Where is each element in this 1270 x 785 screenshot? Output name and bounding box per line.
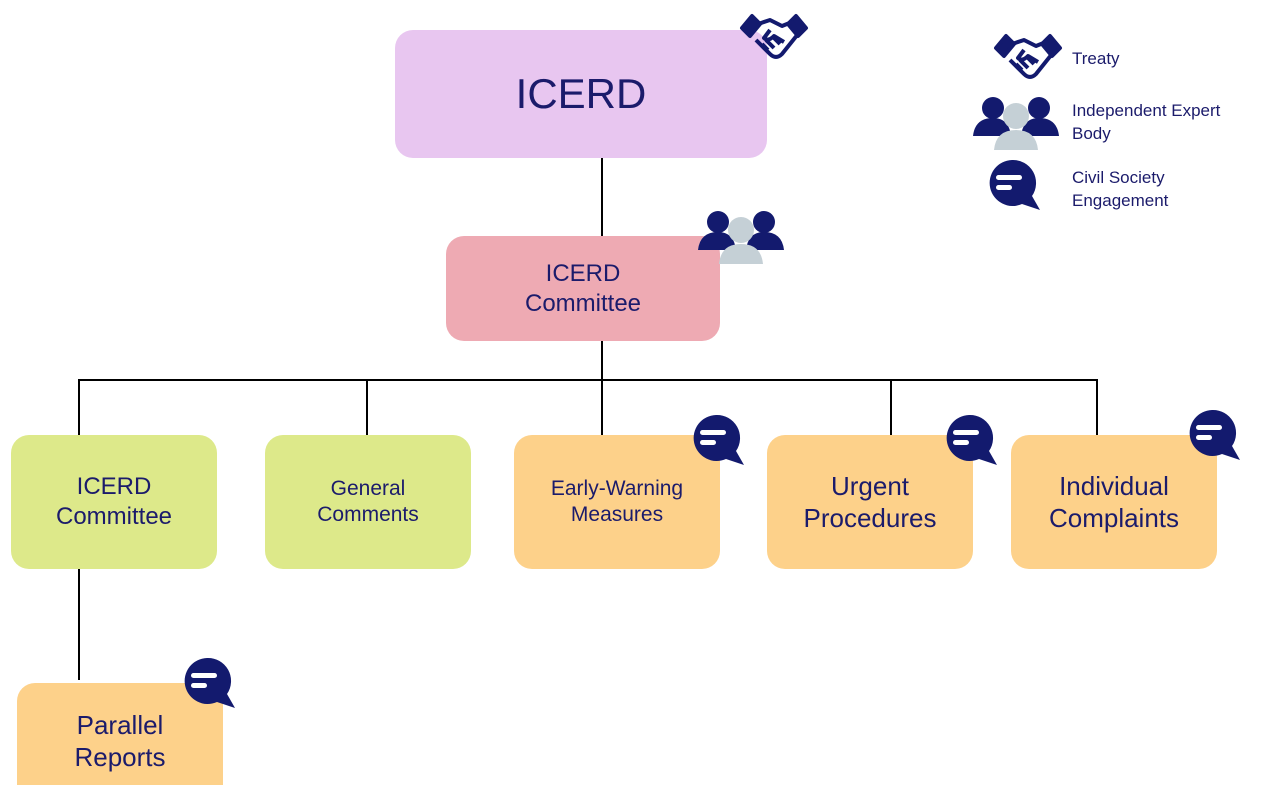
node-individual-line2: Complaints — [1048, 503, 1180, 533]
legend-speech-bubble-icon — [989, 159, 1040, 210]
connector-drop-early — [601, 379, 603, 436]
legend-handshake-icon — [994, 34, 1062, 79]
legend-people-group-icon — [973, 97, 1059, 150]
speech-bubble-icon — [946, 414, 997, 465]
connector-drop-urgent — [890, 379, 892, 436]
node-icerd-label: ICERD — [515, 69, 647, 117]
node-parallel-reports: Parallel Reports — [17, 683, 223, 785]
legend-civil-line1: Civil Society — [1072, 168, 1165, 187]
node-early-line1: Early-Warning — [550, 476, 684, 500]
connector-horizontal-bus — [78, 379, 1098, 381]
connector-reporting-parallel — [78, 568, 80, 680]
people-group-icon — [698, 211, 784, 264]
connector-drop-reporting — [78, 379, 80, 436]
node-urgent-line1: Urgent — [830, 470, 910, 501]
speech-bubble-icon — [1189, 409, 1240, 460]
connector-icerd-committee — [601, 158, 603, 238]
node-committee-line1: ICERD — [545, 259, 621, 287]
legend-treaty-label: Treaty — [1072, 49, 1120, 68]
legend-civil-label: Civil Society Engagement — [1072, 167, 1168, 213]
legend-civil-line2: Engagement — [1072, 190, 1169, 210]
node-urgent-line2: Procedures — [803, 503, 937, 533]
node-urgent-procedures: Urgent Procedures — [767, 435, 973, 569]
connector-drop-general — [366, 379, 368, 436]
node-early-line2: Measures — [570, 503, 664, 526]
connector-committee-bus — [601, 340, 603, 380]
node-icerd: ICERD — [395, 30, 767, 158]
node-reporting-line2: Committee — [55, 503, 173, 530]
legend-expert-line1: Independent Expert — [1072, 101, 1221, 120]
legend-expert-label: Independent Expert Body — [1072, 100, 1220, 146]
node-icerd-committee: ICERD Committee — [446, 236, 720, 341]
node-general-comments: General Comments — [265, 435, 471, 569]
node-early-warning: Early-Warning Measures — [514, 435, 720, 569]
node-individual-line1: Individual — [1059, 470, 1169, 501]
legend-expert-line2: Body — [1072, 123, 1111, 143]
node-parallel-line1: Parallel — [76, 709, 164, 740]
connector-drop-individual — [1096, 379, 1098, 436]
node-reporting-committee: ICERD Committee — [11, 435, 217, 569]
speech-bubble-icon — [184, 657, 235, 708]
node-general-line1: General — [330, 476, 406, 500]
node-parallel-line2: Reports — [74, 742, 166, 772]
speech-bubble-icon — [693, 414, 744, 465]
handshake-icon — [740, 14, 808, 59]
node-committee-line2: Committee — [524, 289, 642, 317]
node-general-line2: Comments — [317, 503, 419, 526]
node-reporting-line1: ICERD — [76, 473, 152, 500]
node-individual-complaints: Individual Complaints — [1011, 435, 1217, 569]
